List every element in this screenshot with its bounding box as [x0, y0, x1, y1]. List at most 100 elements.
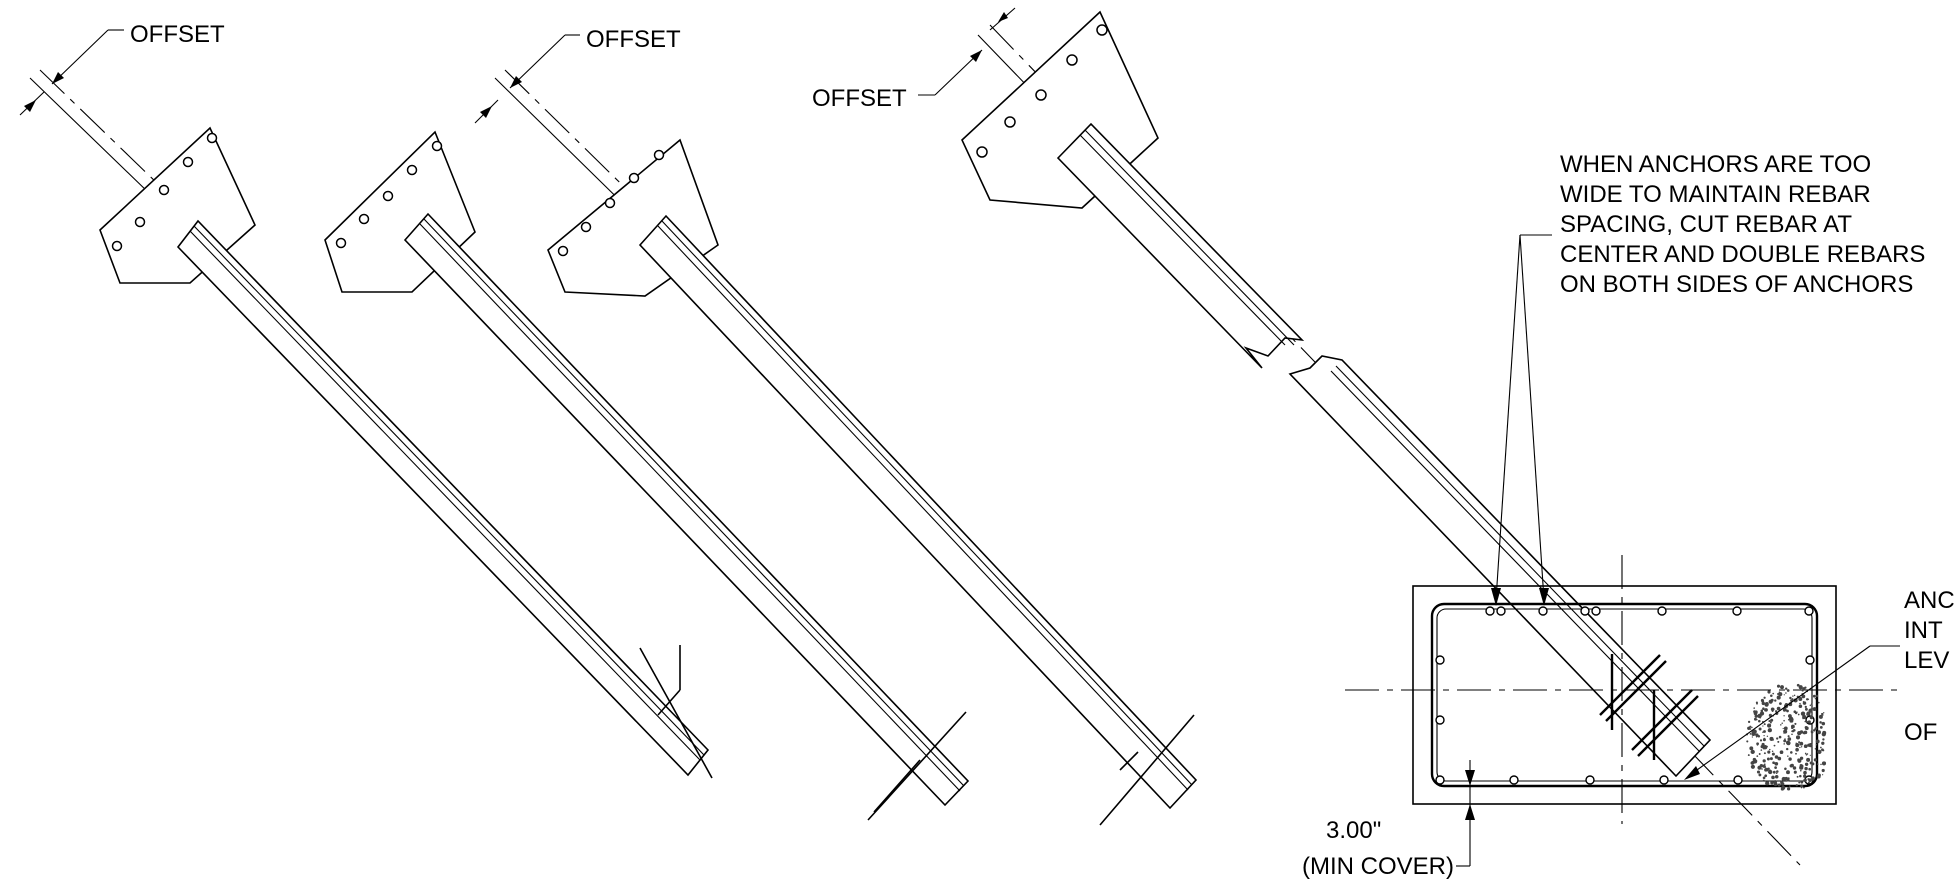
concrete-speck — [1750, 764, 1755, 769]
offset-1-arrow — [52, 72, 64, 84]
concrete-speck — [1795, 747, 1799, 752]
concrete-speck — [1750, 761, 1755, 765]
concrete-speck — [1777, 756, 1782, 761]
concrete-speck — [1821, 748, 1824, 752]
concrete-speck — [1768, 720, 1771, 723]
footing-section — [1345, 555, 1905, 824]
concrete-speck — [1776, 737, 1779, 740]
concrete-speck — [1783, 730, 1787, 733]
concrete-speck — [1763, 734, 1765, 737]
concrete-speck — [1809, 715, 1814, 720]
concrete-speck — [1814, 697, 1817, 700]
rebar-note-line-5: ON BOTH SIDES OF ANCHORS — [1560, 271, 1913, 298]
rebar-top — [1485, 606, 1495, 616]
concrete-speck — [1821, 721, 1826, 726]
concrete-speck — [1763, 723, 1766, 726]
member-2-bolt-hole — [358, 213, 370, 225]
offset-2-leader — [509, 34, 566, 89]
member-4-bolt-hole — [1004, 116, 1016, 128]
concrete-speck — [1773, 780, 1778, 784]
member-3-bolt-hole — [604, 197, 616, 209]
concrete-speck — [1761, 701, 1765, 706]
member-2-base-plate — [867, 711, 967, 821]
member-1-angle-section — [176, 219, 710, 777]
concrete-speck — [1788, 716, 1794, 721]
concrete-speck — [1783, 694, 1785, 696]
concrete-speck — [1777, 783, 1781, 787]
concrete-speck — [1756, 743, 1759, 746]
rebar-note-arrow — [1539, 588, 1549, 606]
concrete-speck — [1801, 694, 1806, 699]
concrete-speck — [1807, 720, 1811, 724]
concrete-speck — [1755, 733, 1759, 737]
concrete-speck — [1780, 724, 1782, 726]
offset-2-arrow — [480, 106, 492, 118]
rebar-note-leader — [1519, 234, 1545, 601]
concrete-speck — [1770, 718, 1774, 722]
member-4-flange-line — [1330, 370, 1700, 752]
concrete-speck — [1782, 708, 1786, 712]
cover-dimension-value: 3.00" — [1326, 817, 1381, 844]
concrete-speck — [1769, 757, 1773, 761]
concrete-speck — [1812, 707, 1817, 712]
member-4-bolt-hole — [1066, 54, 1078, 66]
footing-outline — [1412, 585, 1837, 805]
rebar-note-line-2: WIDE TO MAINTAIN REBAR — [1560, 181, 1871, 208]
concrete-hatch — [1745, 683, 1827, 791]
concrete-speck — [1760, 749, 1763, 751]
concrete-speck — [1774, 755, 1779, 759]
concrete-speck — [1785, 692, 1787, 694]
concrete-speck — [1809, 704, 1812, 707]
concrete-speck — [1767, 728, 1772, 733]
member-4-angle-upper — [1056, 122, 1305, 369]
concrete-speck — [1799, 686, 1802, 690]
rebar-bottom — [1659, 775, 1669, 785]
concrete-speck — [1806, 757, 1811, 762]
concrete-speck — [1821, 761, 1827, 766]
concrete-speck — [1759, 739, 1763, 742]
concrete-speck — [1751, 736, 1754, 738]
member-4-angle-lower — [1288, 355, 1712, 778]
concrete-speck — [1783, 715, 1785, 717]
concrete-speck — [1799, 702, 1801, 705]
rebar-bottom — [1585, 775, 1595, 785]
anchor-bar — [1637, 695, 1699, 757]
concrete-speck — [1802, 701, 1807, 705]
concrete-speck — [1801, 767, 1804, 769]
rebar-spacing-note: WHEN ANCHORS ARE TOO WIDE TO MAINTAIN RE… — [1491, 151, 1925, 606]
offset-3-arrow — [970, 50, 982, 62]
concrete-speck — [1761, 742, 1765, 746]
concrete-speck — [1783, 726, 1788, 731]
offset-1-leader — [51, 29, 109, 85]
rebar-side — [1805, 655, 1815, 665]
member-3-bolt-hole — [580, 221, 592, 233]
rebar-top — [1591, 606, 1601, 616]
concrete-speck — [1822, 738, 1825, 741]
concrete-speck — [1778, 691, 1781, 693]
brace-member-1 — [29, 69, 713, 779]
concrete-speck — [1798, 781, 1801, 784]
rebar-note-arrow — [1491, 588, 1501, 606]
concrete-speck — [1799, 741, 1804, 746]
concrete-speck — [1770, 780, 1774, 785]
concrete-speck — [1792, 695, 1794, 697]
offset-label-1: OFFSET — [130, 21, 225, 48]
concrete-speck — [1811, 762, 1815, 766]
member-3-angle-section — [638, 214, 1198, 810]
rebar-bottom — [1509, 775, 1519, 785]
member-1-bolt-hole — [206, 132, 218, 144]
concrete-speck — [1797, 758, 1800, 762]
member-4-flange-line — [1335, 365, 1705, 747]
concrete-speck — [1751, 732, 1756, 736]
concrete-speck — [1791, 733, 1793, 736]
cover-dimension: 3.00" (MIN COVER) — [1302, 760, 1475, 880]
concrete-speck — [1774, 699, 1777, 702]
member-4-bolt-hole — [976, 146, 988, 158]
concrete-speck — [1798, 704, 1803, 708]
concrete-speck — [1796, 683, 1800, 687]
concrete-speck — [1796, 711, 1798, 713]
concrete-speck — [1781, 785, 1786, 790]
concrete-speck — [1804, 726, 1809, 731]
concrete-speck — [1761, 768, 1763, 770]
